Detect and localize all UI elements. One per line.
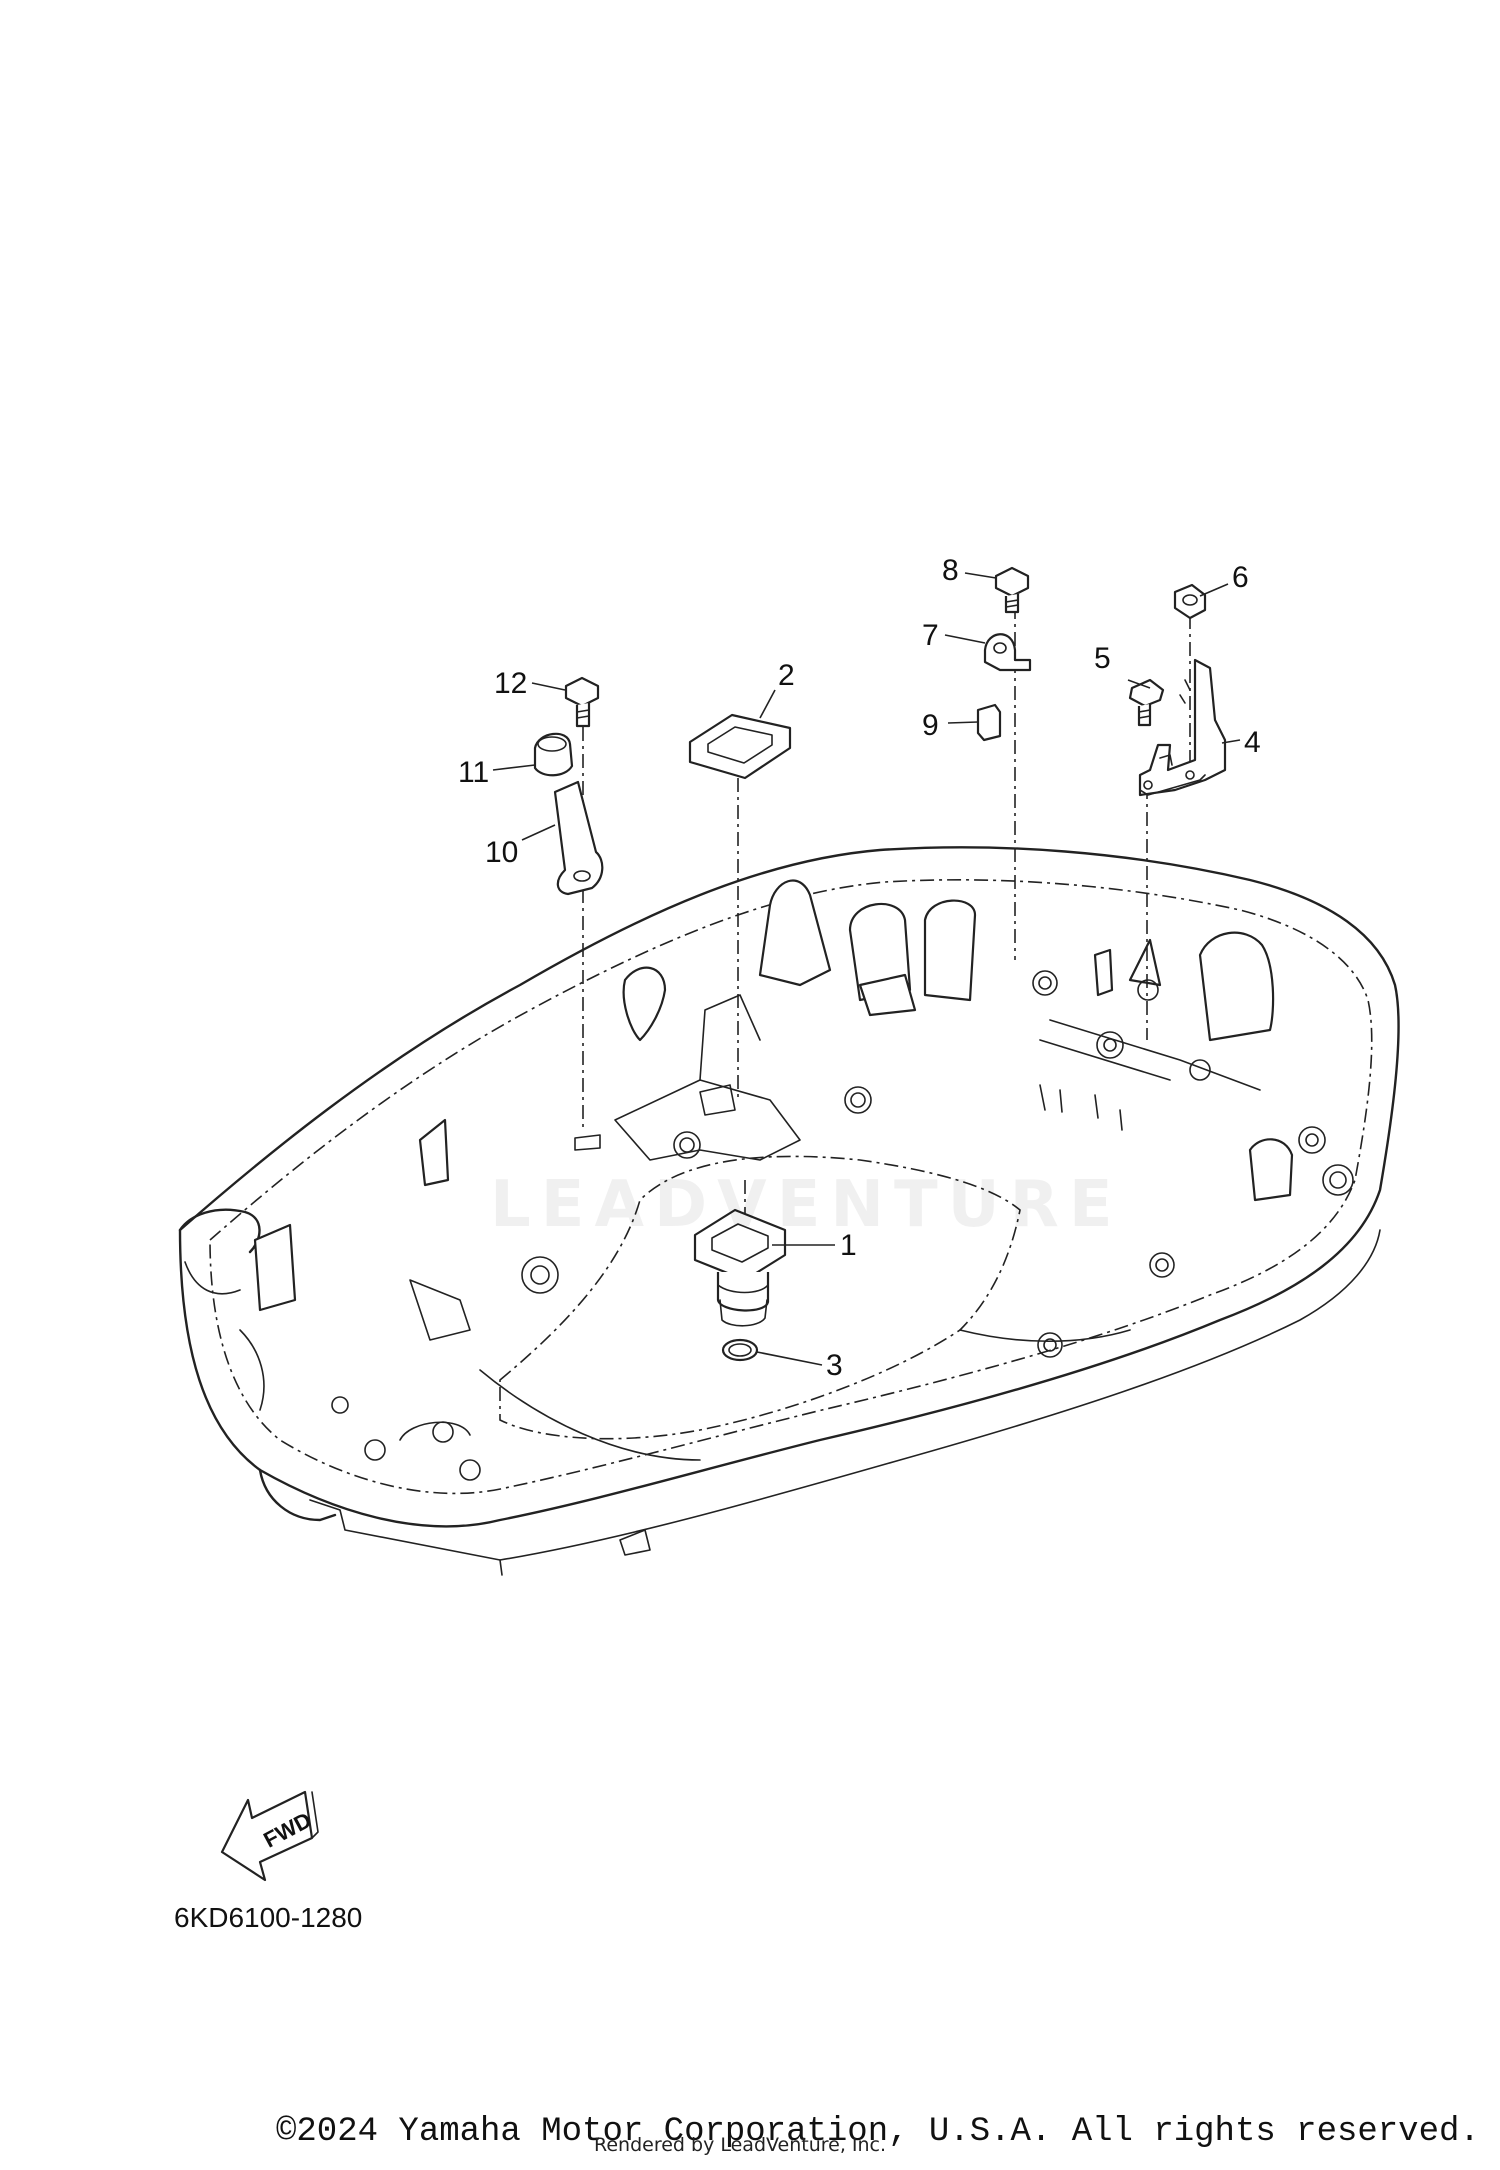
callout-10[interactable]: 10 [485, 836, 518, 869]
part-9-damper [976, 703, 1002, 742]
callout-8[interactable]: 8 [942, 554, 959, 587]
callout-7[interactable]: 7 [922, 619, 939, 652]
part-10-plate [553, 780, 604, 896]
rendered-by-notice: Rendered by LeadVenture, Inc. [594, 2134, 887, 2156]
part-3-clip [721, 1338, 759, 1362]
callout-5[interactable]: 5 [1094, 642, 1111, 675]
callout-1[interactable]: 1 [840, 1229, 857, 1262]
part-6-nut [1173, 583, 1207, 620]
copyright-notice: ©2024 Yamaha Motor Corporation, U.S.A. A… [276, 2113, 1480, 2151]
part-1-grommet [693, 1208, 787, 1327]
part-11-grommet [533, 732, 574, 777]
part-8-bolt [994, 566, 1030, 614]
part-12-bolt [564, 676, 600, 728]
callout-4[interactable]: 4 [1244, 726, 1261, 759]
callout-9[interactable]: 9 [922, 709, 939, 742]
watermark: LEADVENTURE [490, 1168, 1123, 1242]
part-2-seal [688, 713, 792, 780]
callout-6[interactable]: 6 [1232, 561, 1249, 594]
diagram-code: 6KD6100-1280 [174, 1902, 362, 1933]
callout-labels: 1 2 3 4 5 6 7 8 9 10 11 12 [458, 554, 1261, 1382]
bottom-cowling [178, 846, 1400, 1576]
callout-12[interactable]: 12 [494, 667, 527, 700]
fwd-arrow: FWD [220, 1790, 319, 1882]
leader-lines [492, 572, 1241, 1366]
callout-11[interactable]: 11 [458, 756, 489, 789]
callout-3[interactable]: 3 [826, 1349, 843, 1382]
part-7-clamp [983, 633, 1032, 672]
part-4-bracket [1138, 658, 1227, 797]
part-5-bolt [1128, 678, 1165, 727]
callout-2[interactable]: 2 [778, 659, 795, 692]
